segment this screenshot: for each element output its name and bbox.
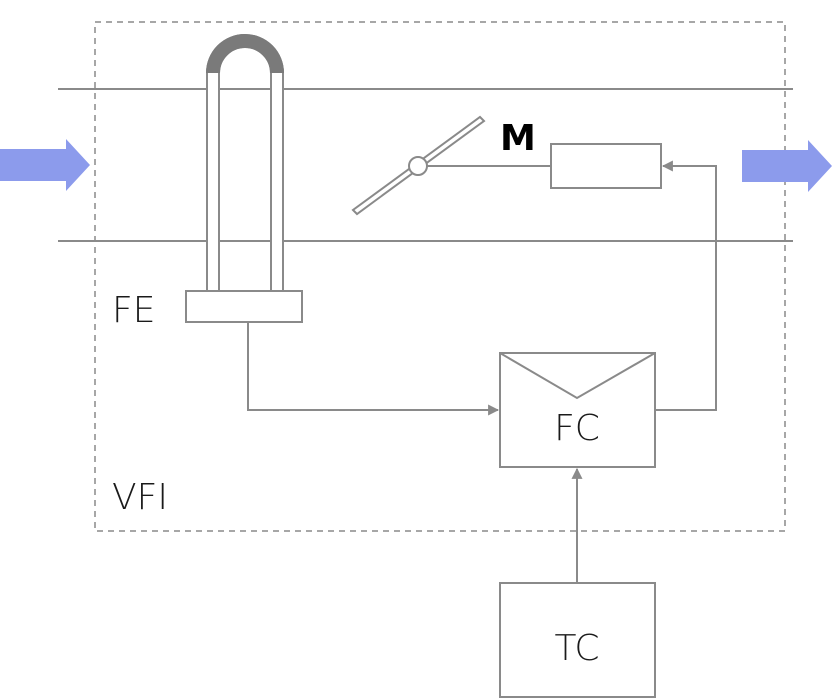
motor-label: M <box>500 118 536 159</box>
signal-fe-to-fc <box>247 322 500 416</box>
temperature-controller-box <box>499 582 656 698</box>
temperature-controller-label: TC <box>554 628 599 669</box>
enclosure-label: VFI <box>112 477 168 518</box>
flow-element-label: FE <box>112 290 155 331</box>
flow-element-box <box>185 290 303 323</box>
damper-blade <box>351 115 486 216</box>
flow-controller-box <box>499 352 656 468</box>
signal-fc-to-actuator <box>655 160 717 411</box>
u-tube-probe <box>206 34 284 291</box>
actuator-box <box>550 143 662 189</box>
outflow-arrow <box>742 140 832 192</box>
flow-controller-label: FC <box>554 408 600 449</box>
inflow-arrow <box>0 139 90 191</box>
enclosure-border <box>94 21 786 532</box>
